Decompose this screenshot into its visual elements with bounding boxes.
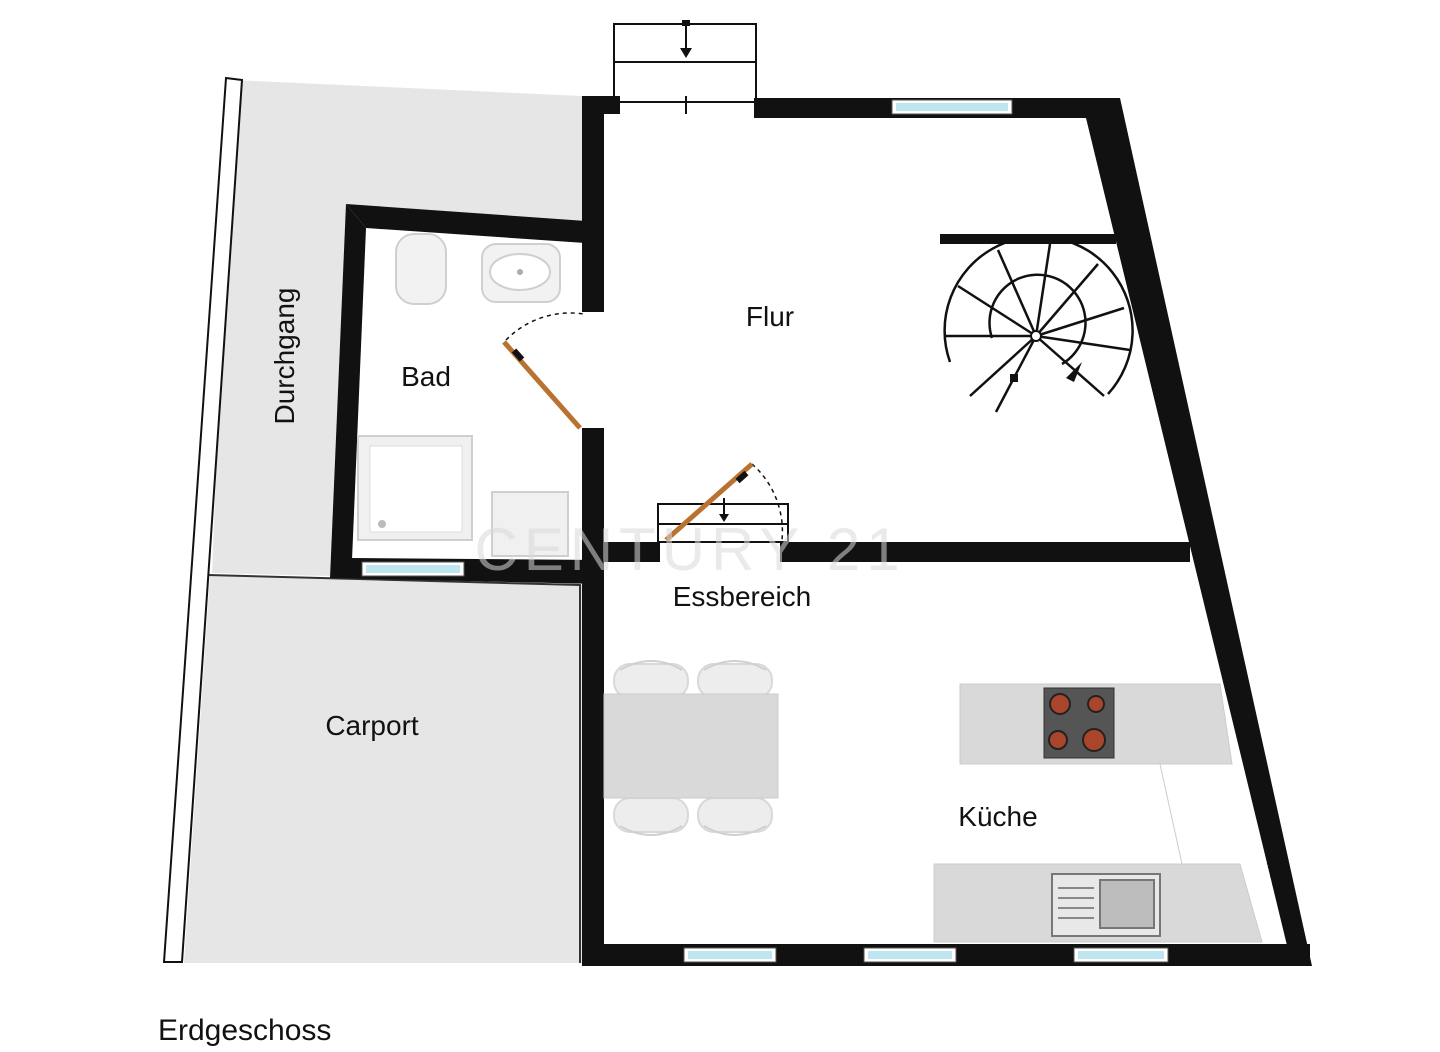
entrance-arrow-icon	[680, 48, 692, 58]
window-bottom-3	[1073, 947, 1169, 963]
chair-1	[613, 660, 689, 699]
carport-outline	[207, 574, 581, 963]
staircase-start-marker	[1010, 374, 1018, 382]
spiral-staircase	[943, 235, 1134, 413]
ess-door	[664, 462, 754, 542]
entrance-arrow-tail	[682, 20, 690, 26]
chair-3	[613, 797, 689, 836]
window-bottom-2	[863, 947, 957, 963]
toilet-icon	[395, 233, 447, 305]
kitchen-sink-icon	[1051, 873, 1161, 937]
wall-right	[1086, 98, 1312, 966]
chair-4	[697, 797, 773, 836]
bad-door-swing	[505, 312, 585, 341]
kitchen-counter	[933, 683, 1263, 943]
wall-left-upper	[582, 96, 604, 312]
chair-2	[697, 660, 773, 699]
ess-door-hinge	[735, 470, 749, 484]
ess-door-swing	[751, 463, 784, 541]
inner-steps	[657, 498, 789, 543]
window-bottom-1	[683, 947, 777, 963]
washing-machine-icon	[491, 491, 569, 557]
staircase-arrow-icon	[1066, 362, 1082, 382]
shower-icon	[357, 435, 473, 541]
inner-steps-arrow-icon	[719, 514, 729, 522]
room-label-kueche: Küche	[958, 801, 1037, 832]
floor-label: Erdgeschoss	[158, 1014, 331, 1047]
sink-icon	[481, 243, 561, 303]
wall-interior-right	[780, 542, 1190, 562]
cooktop-icon	[1043, 687, 1115, 759]
room-label-durchgang: Durchgang	[269, 288, 300, 425]
wall-left-lower	[582, 560, 604, 966]
stair-wall	[940, 234, 1116, 244]
room-label-carport: Carport	[325, 710, 419, 741]
durchgang-area	[212, 80, 582, 576]
window-top	[891, 99, 1013, 115]
wall-left-middle	[582, 428, 604, 588]
window-bad	[361, 561, 465, 577]
entrance-steps	[613, 20, 757, 114]
bad-wall-left	[330, 204, 366, 578]
room-label-bad: Bad	[401, 361, 451, 392]
room-label-flur: Flur	[746, 301, 794, 332]
wall-interior-left	[600, 542, 660, 562]
durchgang-edge-wall	[162, 76, 244, 963]
carport-area	[184, 575, 582, 963]
bad-door-hinge	[511, 348, 525, 362]
room-label-essbereich: Essbereich	[673, 581, 812, 612]
bad-wall-top	[346, 204, 600, 244]
dining-table	[603, 693, 779, 799]
watermark: CENTURY 21	[474, 516, 905, 583]
staircase-center	[1030, 330, 1042, 342]
